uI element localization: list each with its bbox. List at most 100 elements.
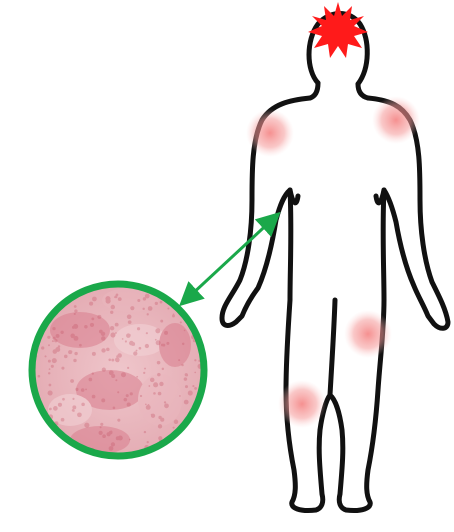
rash-speckle [92, 395, 96, 399]
rash-speckle [158, 392, 162, 396]
rash-speckle [117, 353, 121, 357]
rash-speckle [113, 407, 116, 410]
rash-speckle [195, 298, 200, 303]
rash-speckle [74, 313, 76, 315]
rash-speckle [142, 308, 144, 310]
rash-speckle [92, 372, 94, 374]
rash-speckle [117, 419, 120, 422]
rash-speckle [49, 368, 51, 370]
rash-speckle [128, 320, 132, 324]
rash-speckle [144, 368, 146, 370]
rash-speckle [51, 365, 54, 368]
rash-speckle [194, 387, 197, 390]
rash-speckle [89, 378, 93, 382]
rash-speckle [77, 412, 82, 417]
right-side-outline [330, 98, 448, 511]
rash-speckle [140, 395, 142, 397]
rash-speckle [156, 340, 161, 345]
rash-speckle [159, 382, 163, 386]
rash-speckle [181, 364, 183, 366]
rash-speckle [53, 337, 56, 340]
rash-speckle [164, 401, 166, 403]
rash-speckle [71, 351, 73, 353]
rash-speckle [33, 448, 37, 452]
rash-speckle [74, 305, 77, 308]
rash-speckle [109, 446, 114, 451]
rash-speckle [111, 359, 114, 362]
rash-speckle [174, 420, 178, 424]
rash-speckle [194, 359, 196, 361]
rash-speckle [164, 403, 169, 408]
rash-speckle [36, 418, 38, 420]
rash-speckle [71, 335, 74, 338]
rash-speckle [167, 308, 169, 310]
rash-speckle [46, 440, 48, 442]
rash-speckle [194, 418, 199, 423]
rash-speckle [194, 439, 199, 444]
rash-speckle [47, 296, 49, 298]
rash-speckle [84, 423, 89, 428]
rash-speckle [143, 372, 145, 374]
neck-outline [310, 83, 368, 98]
rash-speckle [160, 418, 164, 422]
rash-speckle [118, 297, 122, 301]
rash-speckle [91, 318, 94, 321]
rash-speckle [199, 426, 203, 430]
rash-speckle [49, 408, 52, 411]
rash-speckle [125, 340, 127, 342]
rash-speckle [90, 323, 94, 327]
crotch-line [330, 300, 335, 395]
rash-speckle [48, 390, 53, 395]
rash-speckle [52, 327, 55, 330]
rash-speckle [72, 398, 74, 400]
rash-speckle [180, 321, 182, 323]
rash-speckle [111, 374, 115, 378]
rash-speckle [52, 340, 54, 342]
rash-speckle [126, 394, 129, 397]
rash-speckle [145, 404, 147, 406]
rash-speckle [157, 373, 160, 376]
rash-speckle [114, 296, 116, 298]
rash-speckle [129, 439, 131, 441]
rash-speckle [36, 315, 39, 318]
rash-speckle [76, 389, 78, 391]
rash-speckle [147, 313, 149, 315]
rash-speckle [70, 379, 74, 383]
rash-speckle [58, 403, 62, 407]
rash-speckle [73, 336, 78, 341]
rash-speckle [162, 368, 164, 370]
rash-speckle [72, 326, 75, 329]
rash-speckle [115, 323, 119, 327]
rash-speckle [184, 302, 187, 305]
rash-speckle [111, 305, 115, 309]
rash-speckle [144, 431, 146, 433]
rash-speckle [139, 347, 142, 350]
rash-speckle [46, 288, 50, 292]
rash-speckle [41, 346, 44, 349]
right-arm-inner [376, 190, 384, 203]
rash-speckle [185, 385, 188, 388]
rash-speckle [110, 311, 113, 314]
rash-speckle [186, 304, 190, 308]
rash-speckle [61, 418, 65, 422]
rash-speckle [74, 352, 77, 355]
rash-speckle [60, 331, 63, 334]
rash-speckle [153, 392, 156, 395]
rash-speckle [182, 343, 184, 345]
rash-speckle [101, 336, 106, 341]
rash-speckle [188, 391, 193, 396]
rash-speckle [100, 426, 102, 428]
rash-speckle [184, 377, 187, 380]
rash-speckle [151, 414, 155, 418]
rash-speckle [127, 367, 129, 369]
rash-speckle [45, 355, 47, 357]
rash-speckle [137, 327, 140, 330]
rash-speckle [195, 435, 197, 437]
rash-speckle [129, 334, 131, 336]
rash-speckle [173, 427, 175, 429]
rash-speckle [130, 392, 133, 395]
rash-speckle [198, 330, 200, 332]
rash-speckle [153, 382, 158, 387]
